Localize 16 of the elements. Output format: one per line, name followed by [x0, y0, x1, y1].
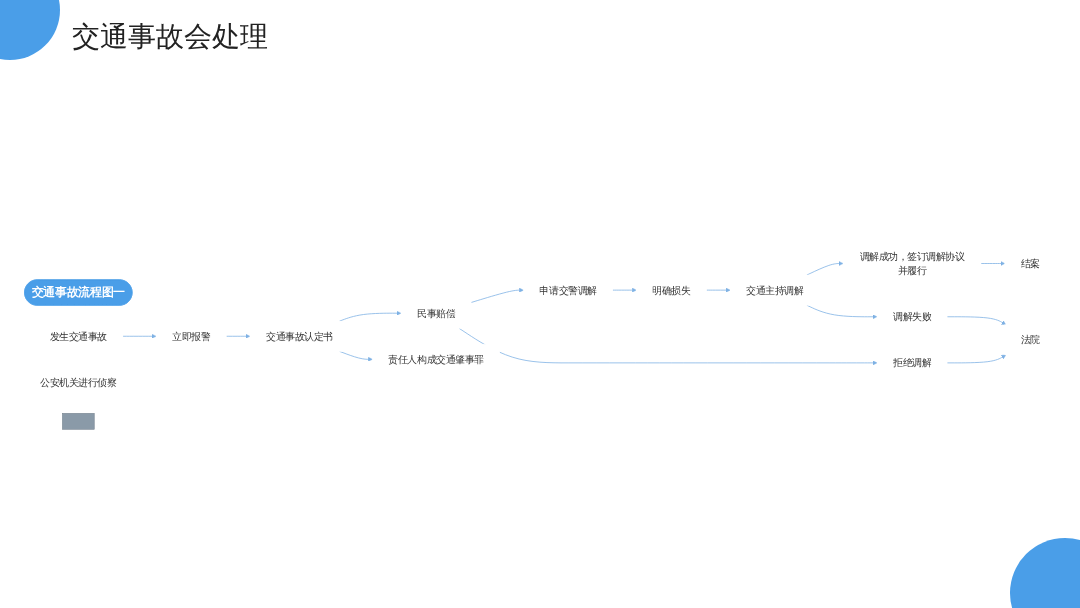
- node-text: 发生交通事故: [49, 330, 107, 342]
- node-box: [62, 412, 95, 430]
- slide-title: 交通事故会处理: [72, 19, 268, 55]
- node-text: 结案: [1020, 257, 1040, 269]
- node-text: 法院: [1020, 334, 1040, 346]
- node-text: 立即报警: [172, 330, 211, 342]
- node-text: 申请交警调解: [539, 284, 597, 296]
- node-text: 交通事故认定书: [265, 330, 333, 342]
- node-text: 公安机关进行侦察: [40, 376, 117, 388]
- node-text: 明确损失: [652, 284, 691, 296]
- node-text: 民事赔偿: [417, 307, 456, 319]
- node-text: 调解成功，签订调解协议并履行: [859, 250, 965, 276]
- node-text: 交通主持调解: [746, 284, 804, 296]
- node-text: 调解失败: [893, 310, 932, 323]
- node-text: 责任人构成交通肇事罪: [388, 353, 484, 365]
- node-text: 拒绝调解: [893, 357, 932, 369]
